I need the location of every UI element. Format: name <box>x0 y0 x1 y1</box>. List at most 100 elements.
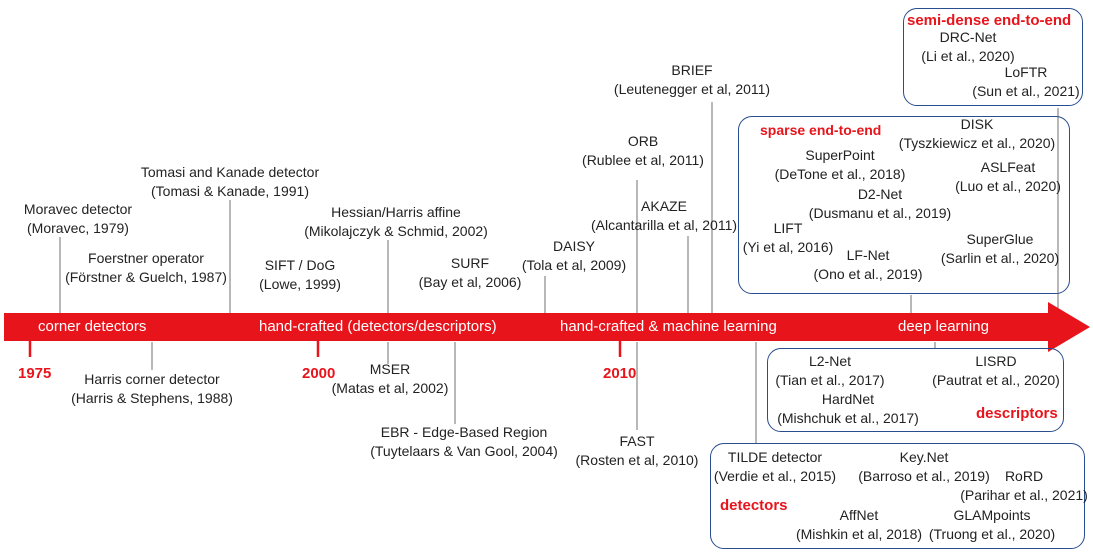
method-ref: (Tuytelaars & Van Gool, 2004) <box>370 443 558 459</box>
method-ref: (Sarlin et al., 2020) <box>940 250 1060 266</box>
era-deep-learning: deep learning <box>898 318 989 335</box>
method-name: EBR - Edge-Based Region <box>380 424 548 440</box>
method-disk: DISK (Tyszkiewicz et al., 2020) <box>899 115 1055 153</box>
method-foerstner: Foerstner operator (Förstner & Guelch, 1… <box>65 249 227 287</box>
method-name: Hessian/Harris affine <box>331 204 461 220</box>
method-name: DISK <box>960 116 994 132</box>
method-hessian-harris: Hessian/Harris affine (Mikolajczyk & Sch… <box>304 203 488 241</box>
method-ref: (Parihar et al., 2021) <box>960 487 1088 503</box>
method-glampoints: GLAMpoints (Truong et al., 2020) <box>929 506 1055 544</box>
method-akaze: AKAZE (Alcantarilla et al, 2011) <box>591 197 737 235</box>
year-ticks <box>28 341 622 357</box>
method-name: FAST <box>619 433 655 449</box>
method-ref: (Harris & Stephens, 1988) <box>71 390 233 406</box>
method-name: LoFTR <box>1004 64 1048 80</box>
method-l2-net: L2-Net (Tian et al., 2017) <box>775 352 884 390</box>
method-name: RoRD <box>1004 468 1044 484</box>
method-affnet: AffNet (Mishkin et al, 2018) <box>796 506 922 544</box>
method-ref: (Matas et al, 2002) <box>331 380 449 396</box>
method-name: LISRD <box>975 353 1017 369</box>
method-ref: (Lowe, 1999) <box>259 276 341 292</box>
method-ref: (Tola et al, 2009) <box>521 257 627 273</box>
method-ref: (Tomasi & Kanade, 1991) <box>151 183 309 199</box>
method-name: SURF <box>450 255 490 271</box>
method-ref: (DeTone et al., 2018) <box>774 166 906 182</box>
method-superglue: SuperGlue (Sarlin et al., 2020) <box>941 230 1059 268</box>
method-moravec: Moravec detector (Moravec, 1979) <box>24 200 132 238</box>
method-drc-net: DRC-Net (Li et al., 2020) <box>921 28 1014 66</box>
method-ref: (Rublee et al, 2011) <box>582 152 704 168</box>
method-ref: (Bay et al, 2006) <box>418 274 522 290</box>
method-ref: (Verdie et al., 2015) <box>713 468 837 484</box>
method-daisy: DAISY (Tola et al, 2009) <box>522 237 626 275</box>
method-ref: (Moravec, 1979) <box>27 220 129 236</box>
method-ref: (Luo et al., 2020) <box>955 178 1061 194</box>
method-lisrd: LISRD (Pautrat et al., 2020) <box>932 352 1060 390</box>
method-surf: SURF (Bay et al, 2006) <box>419 254 522 292</box>
sparse-box <box>738 116 1070 294</box>
method-ref: (Alcantarilla et al, 2011) <box>590 217 738 233</box>
era-corner-detectors: corner detectors <box>38 318 147 335</box>
method-name: AffNet <box>839 507 879 523</box>
method-ref: (Tian et al., 2017) <box>775 372 885 388</box>
method-superpoint: SuperPoint (DeTone et al., 2018) <box>775 146 906 184</box>
method-aslfeat: ASLFeat (Luo et al., 2020) <box>955 158 1061 196</box>
method-name: Foerstner operator <box>88 250 204 266</box>
method-mser: MSER (Matas et al, 2002) <box>332 360 449 398</box>
method-hardnet: HardNet (Mishchuk et al., 2017) <box>777 390 919 428</box>
method-ref: (Rosten et al, 2010) <box>575 452 699 468</box>
detectors-box <box>710 443 1085 549</box>
method-name: SuperPoint <box>805 147 875 163</box>
method-ebr: EBR - Edge-Based Region (Tuytelaars & Va… <box>370 423 558 461</box>
method-ref: (Leutenegger et al, 2011) <box>613 81 771 97</box>
group-title-semi-dense: semi-dense end-to-end <box>907 12 1072 29</box>
method-name: Moravec detector <box>23 201 133 217</box>
group-title-detectors: detectors <box>720 497 788 514</box>
method-ref: (Mishchuk et al., 2017) <box>777 410 919 426</box>
timeline-arrow <box>4 302 1090 352</box>
method-ref: (Pautrat et al., 2020) <box>932 372 1060 388</box>
method-orb: ORB (Rublee et al, 2011) <box>582 132 704 170</box>
method-ref: (Mishkin et al, 2018) <box>795 526 923 542</box>
year-1975: 1975 <box>18 365 52 382</box>
method-name: ASLFeat <box>980 159 1036 175</box>
method-name: AKAZE <box>641 198 687 214</box>
method-name: SIFT / DoG <box>264 257 336 273</box>
method-ref: (Truong et al., 2020) <box>928 526 1056 542</box>
method-name: SuperGlue <box>966 231 1034 247</box>
method-ref: (Yi et al, 2016) <box>742 239 834 255</box>
method-sift: SIFT / DoG (Lowe, 1999) <box>259 256 341 294</box>
semi-dense-box <box>903 8 1083 106</box>
method-rord: RoRD (Parihar et al., 2021) <box>960 467 1088 505</box>
method-name: D2-Net <box>857 186 903 202</box>
method-ref: (Sun et al., 2021) <box>972 83 1080 99</box>
leader-lines <box>59 102 1059 443</box>
method-name: TILDE detector <box>727 449 823 465</box>
method-ref: (Dusmanu et al., 2019) <box>808 205 952 221</box>
method-key-net: Key.Net (Barroso et al., 2019) <box>858 448 990 486</box>
year-2000: 2000 <box>302 365 336 382</box>
method-name: DAISY <box>552 238 596 254</box>
year-2010: 2010 <box>603 365 637 382</box>
method-ref: (Mikolajczyk & Schmid, 2002) <box>304 223 488 239</box>
era-hand-crafted-ml: hand-crafted & machine learning <box>560 318 777 335</box>
method-name: Tomasi and Kanade detector <box>140 164 320 180</box>
method-tomasi-kanade: Tomasi and Kanade detector (Tomasi & Kan… <box>141 163 319 201</box>
group-title-sparse: sparse end-to-end <box>760 122 882 138</box>
group-title-descriptors: descriptors <box>976 405 1058 422</box>
method-name: HardNet <box>821 391 875 407</box>
method-name: BRIEF <box>671 62 713 78</box>
descriptors-box <box>767 348 1064 432</box>
method-name: LIFT <box>773 220 803 236</box>
method-name: L2-Net <box>808 353 852 369</box>
method-name: ORB <box>627 133 659 149</box>
method-ref: (Ono et al., 2019) <box>813 266 923 282</box>
method-d2-net: D2-Net (Dusmanu et al., 2019) <box>809 185 951 223</box>
method-lift: LIFT (Yi et al, 2016) <box>743 219 834 257</box>
method-name: DRC-Net <box>939 29 997 45</box>
method-name: MSER <box>369 361 411 377</box>
method-name: LF-Net <box>846 247 890 263</box>
method-lf-net: LF-Net (Ono et al., 2019) <box>814 246 923 284</box>
method-loftr: LoFTR (Sun et al., 2021) <box>972 63 1079 101</box>
